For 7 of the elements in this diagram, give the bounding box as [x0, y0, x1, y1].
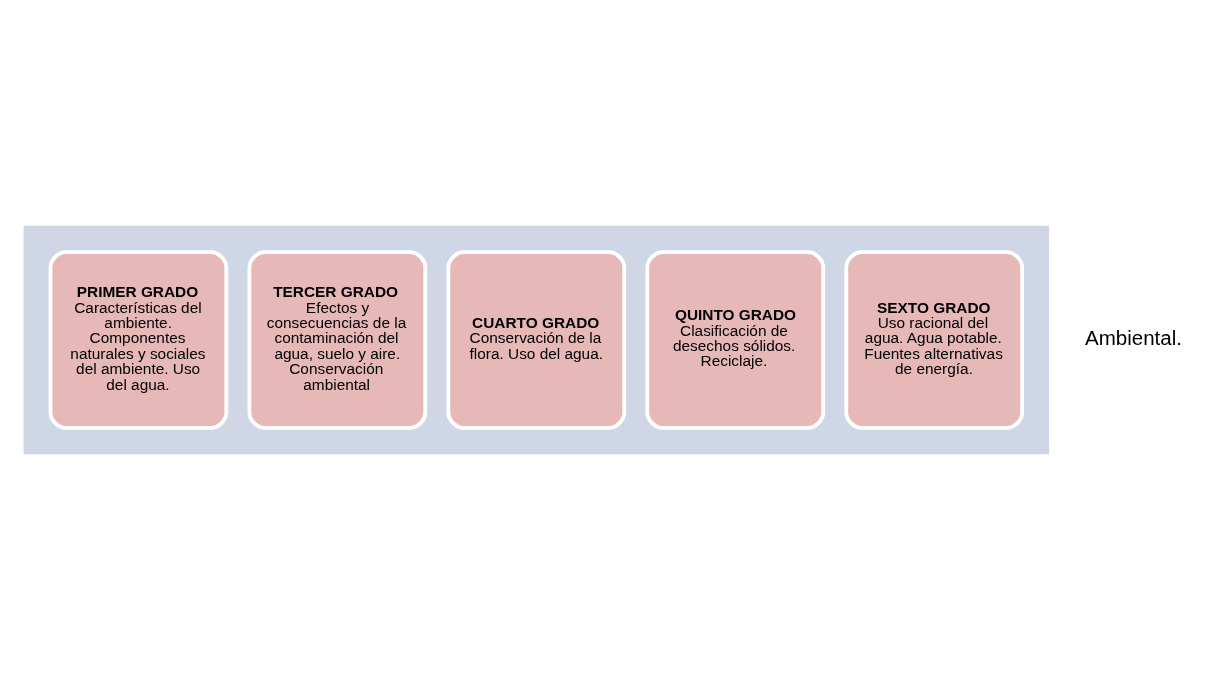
label: Ambiental.	[1085, 325, 1182, 349]
node-box: SEXTO GRADO Uso racional del agua. Agua potable. Fuentes alternativas de energía.	[844, 249, 1025, 430]
node-box: TERCER GRADO Efectos y consecuencias de la contaminación del agua, suelo y aire. Conservación ambiental	[247, 249, 428, 430]
node-box: CUARTO GRADO Conservación de la flora. Uso del agua.	[446, 249, 627, 430]
node-box: PRIMER GRADO Características del ambiente. Componentes naturales y sociales del ambiente. Uso del agua.	[48, 249, 229, 430]
cluster	[23, 225, 1050, 454]
node-box: QUINTO GRADO Clasificación de desechos sólidos. Reciclaje.	[645, 249, 826, 430]
